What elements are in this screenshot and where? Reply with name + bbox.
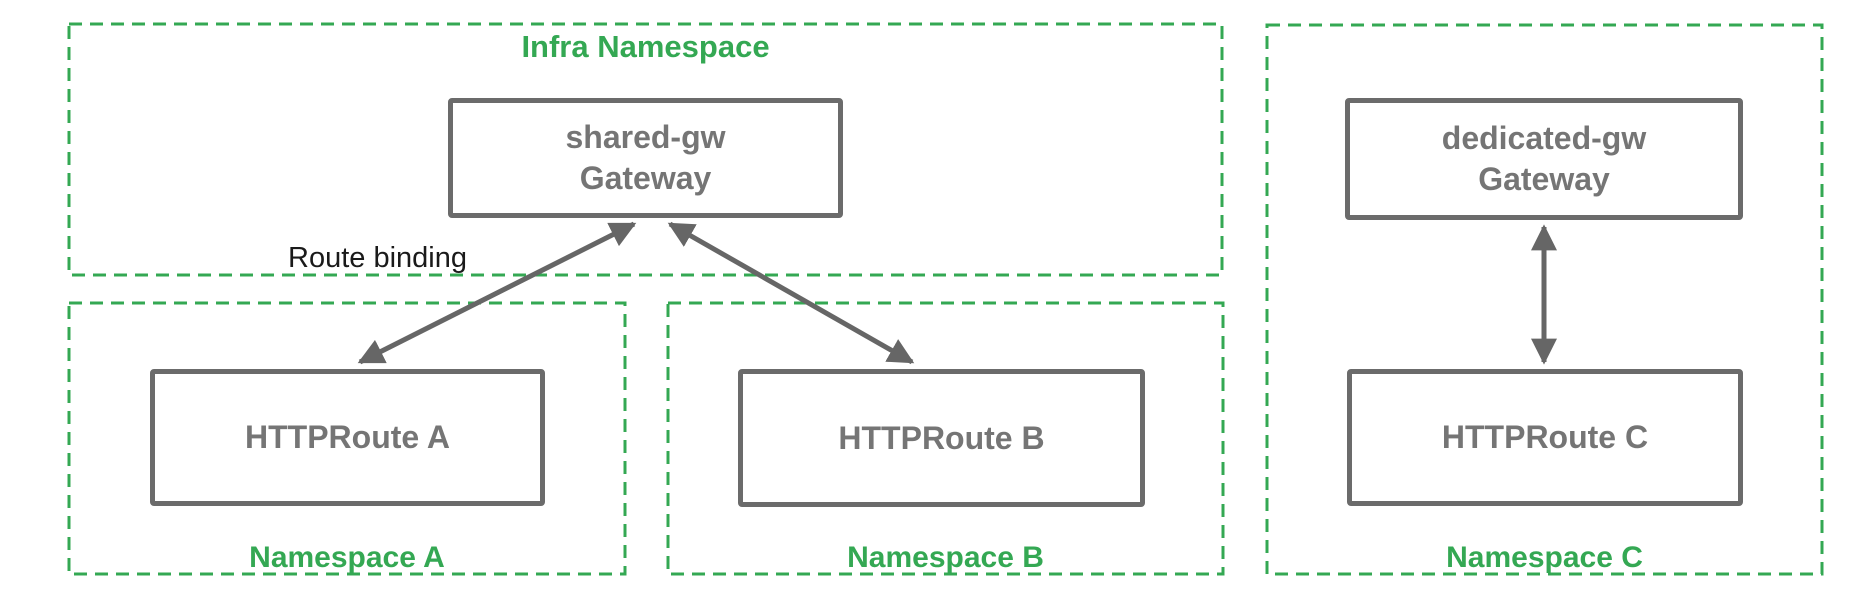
httproute-b-label: HTTPRoute B	[838, 419, 1045, 456]
namespace-a-label: Namespace A	[249, 541, 445, 574]
shared-gw-kind: Gateway	[579, 160, 712, 196]
edge-shared-gw-to-httproute-b	[667, 221, 915, 365]
httproute-c-label: HTTPRoute C	[1441, 419, 1649, 456]
httproute-c-node: HTTPRoute C	[1347, 369, 1743, 506]
httproute-a-node: HTTPRoute A	[150, 369, 545, 506]
namespace-c-label: Namespace C	[1446, 541, 1643, 574]
httproute-a-label: HTTPRoute A	[244, 419, 450, 456]
httproute-b-node: HTTPRoute B	[738, 369, 1145, 507]
route-binding-annotation: Route binding	[288, 242, 467, 274]
namespace-b-label: Namespace B	[847, 541, 1044, 574]
dedicated-gw-name: dedicated-gw	[1441, 120, 1647, 157]
infra-namespace-label: Infra Namespace	[521, 29, 770, 64]
shared-gw-name: shared-gw	[565, 119, 726, 156]
shared-gw-gateway-node: shared-gw Gateway	[448, 98, 843, 218]
dedicated-gw-gateway-node: dedicated-gw Gateway	[1345, 98, 1743, 220]
dedicated-gw-kind: Gateway	[1478, 161, 1610, 197]
